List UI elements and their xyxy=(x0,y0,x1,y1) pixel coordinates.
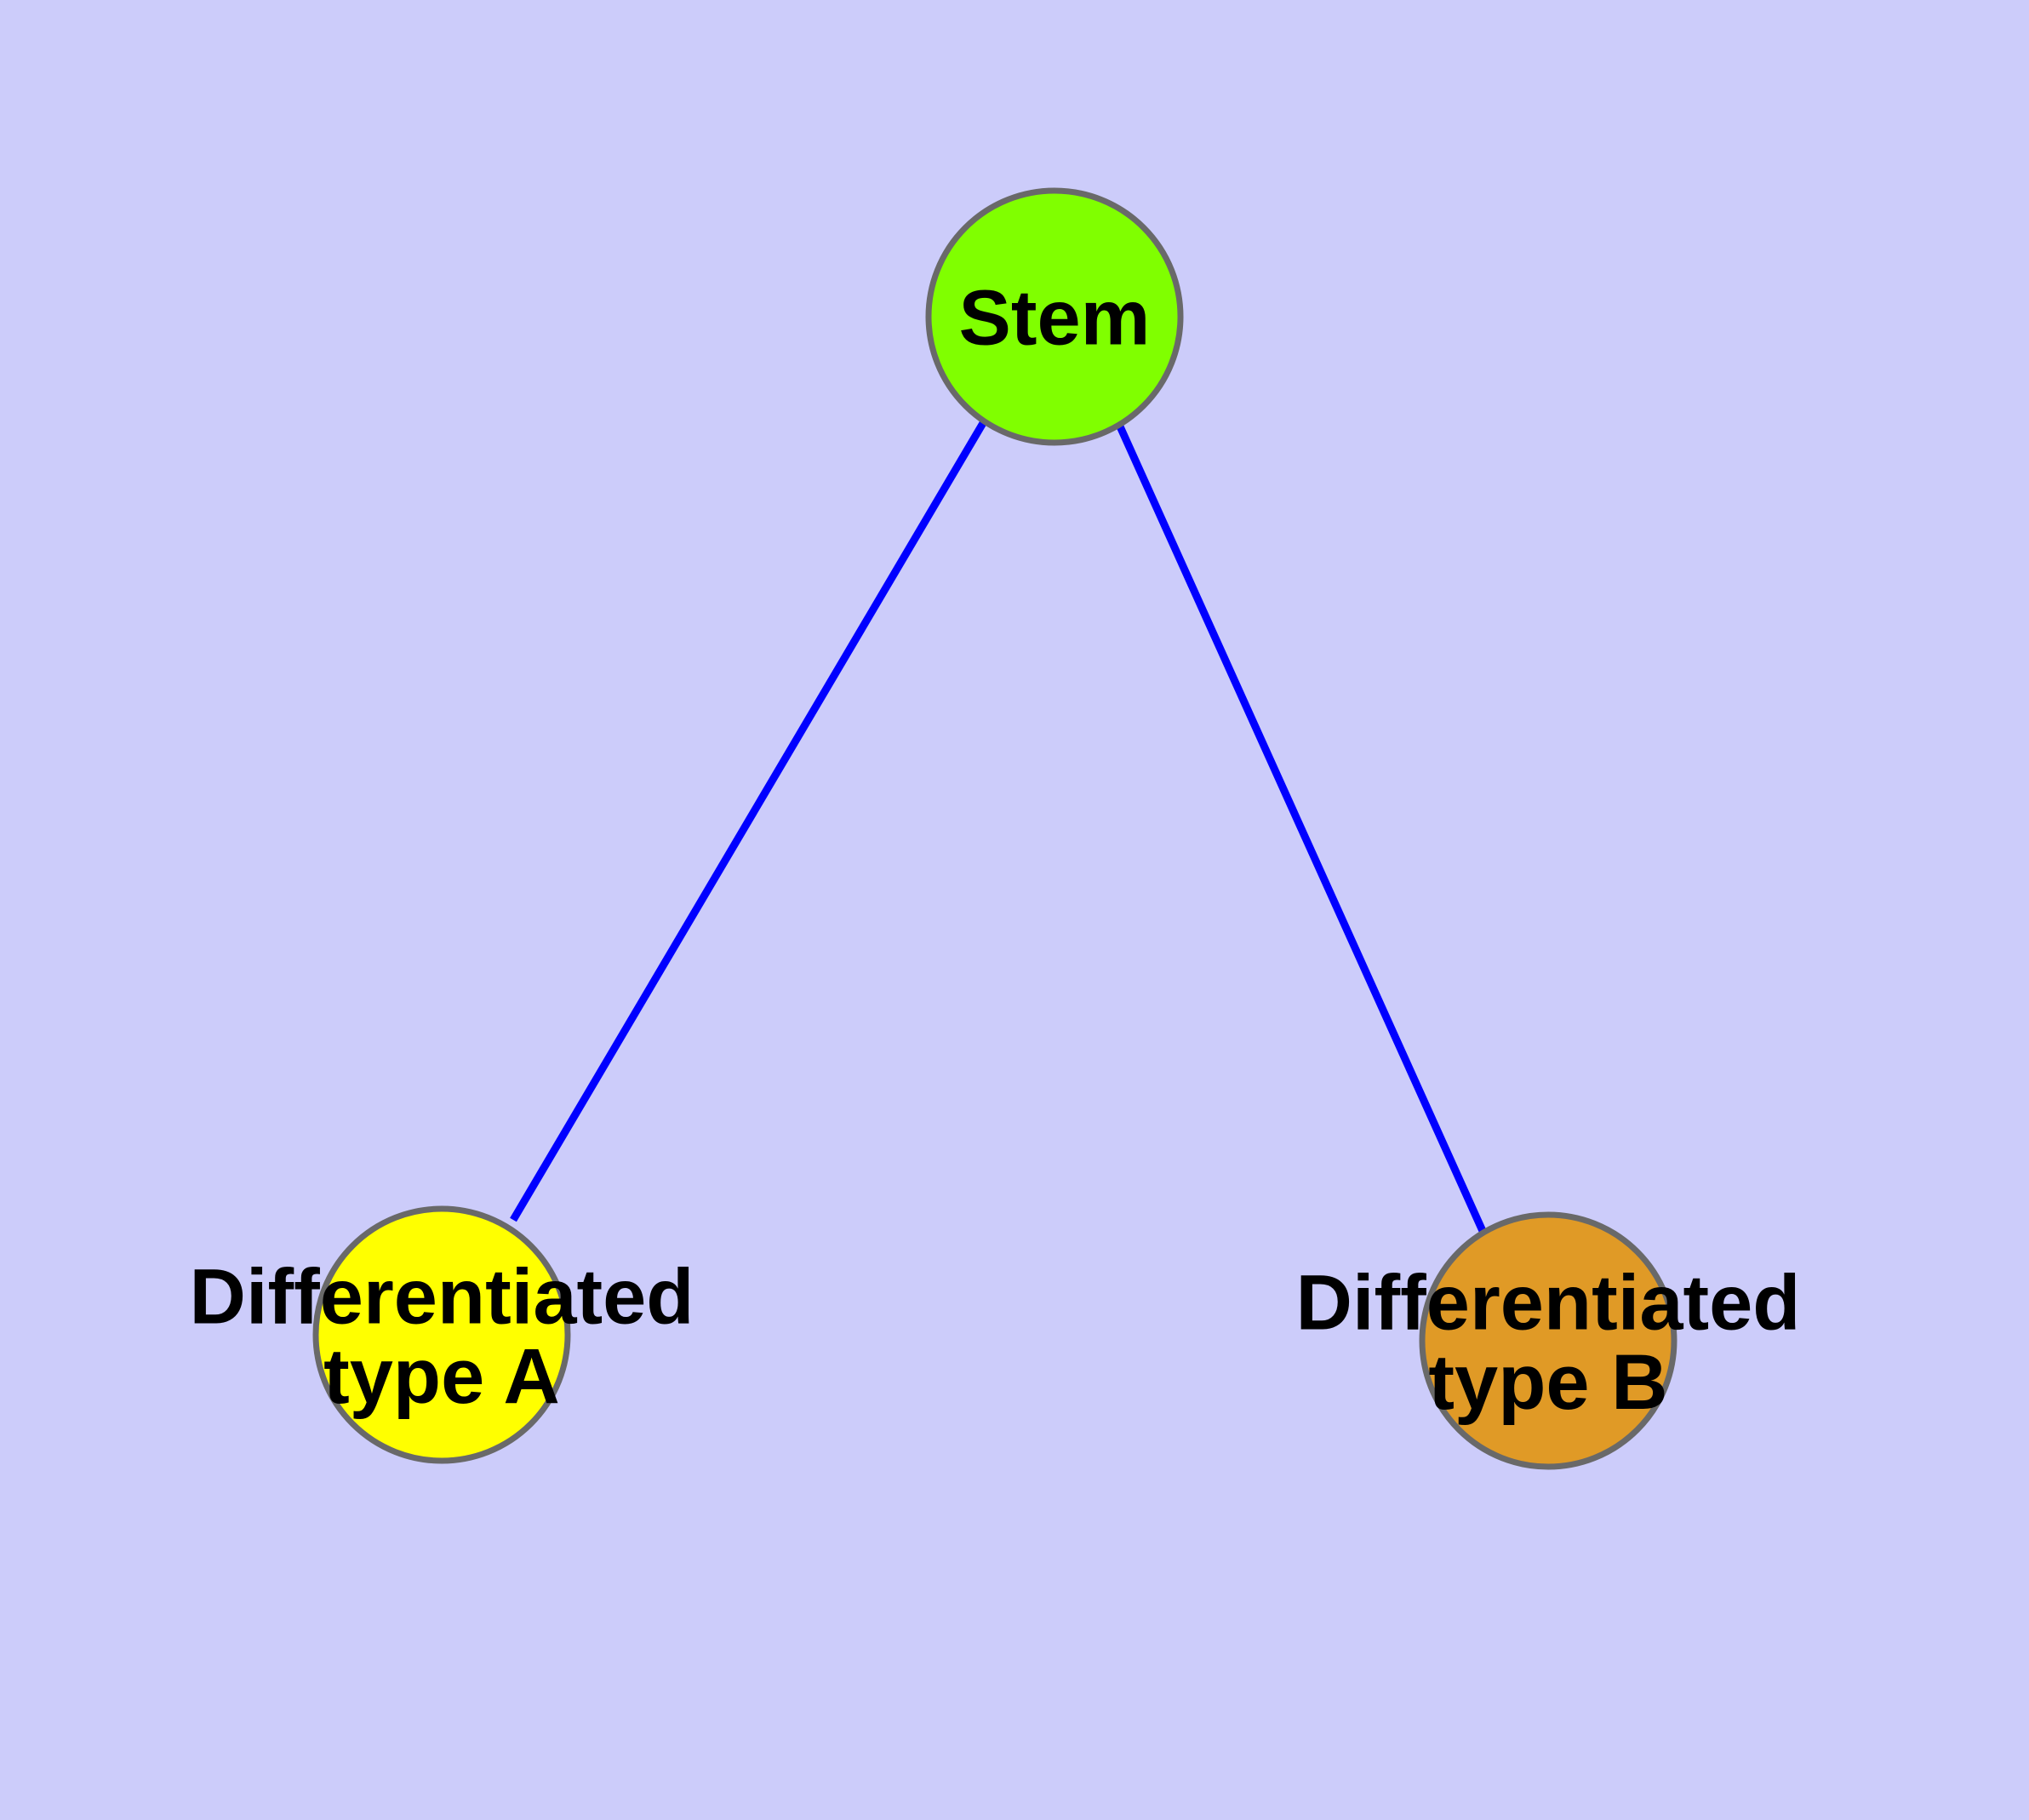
edges-layer xyxy=(510,421,1487,1233)
nodes-layer xyxy=(312,187,1677,1470)
node-label-diff_a-line1: Differentiated xyxy=(190,1253,694,1340)
node-label-diff_b-line2: type B xyxy=(1428,1339,1667,1426)
node-label-diff_a-line2: type A xyxy=(323,1333,560,1420)
graph-node-stem[interactable] xyxy=(925,187,1184,446)
graph-node-diff_a[interactable] xyxy=(312,1205,571,1464)
graph-edge-stem-to-diff-b[interactable] xyxy=(1116,425,1487,1233)
node-label-stem-line1: Stem xyxy=(959,274,1151,361)
graph-edge-stem-to-diff-a[interactable] xyxy=(510,421,986,1222)
graph-node-diff_b[interactable] xyxy=(1419,1211,1677,1470)
node-label-diff_b-line1: Differentiated xyxy=(1296,1259,1801,1346)
